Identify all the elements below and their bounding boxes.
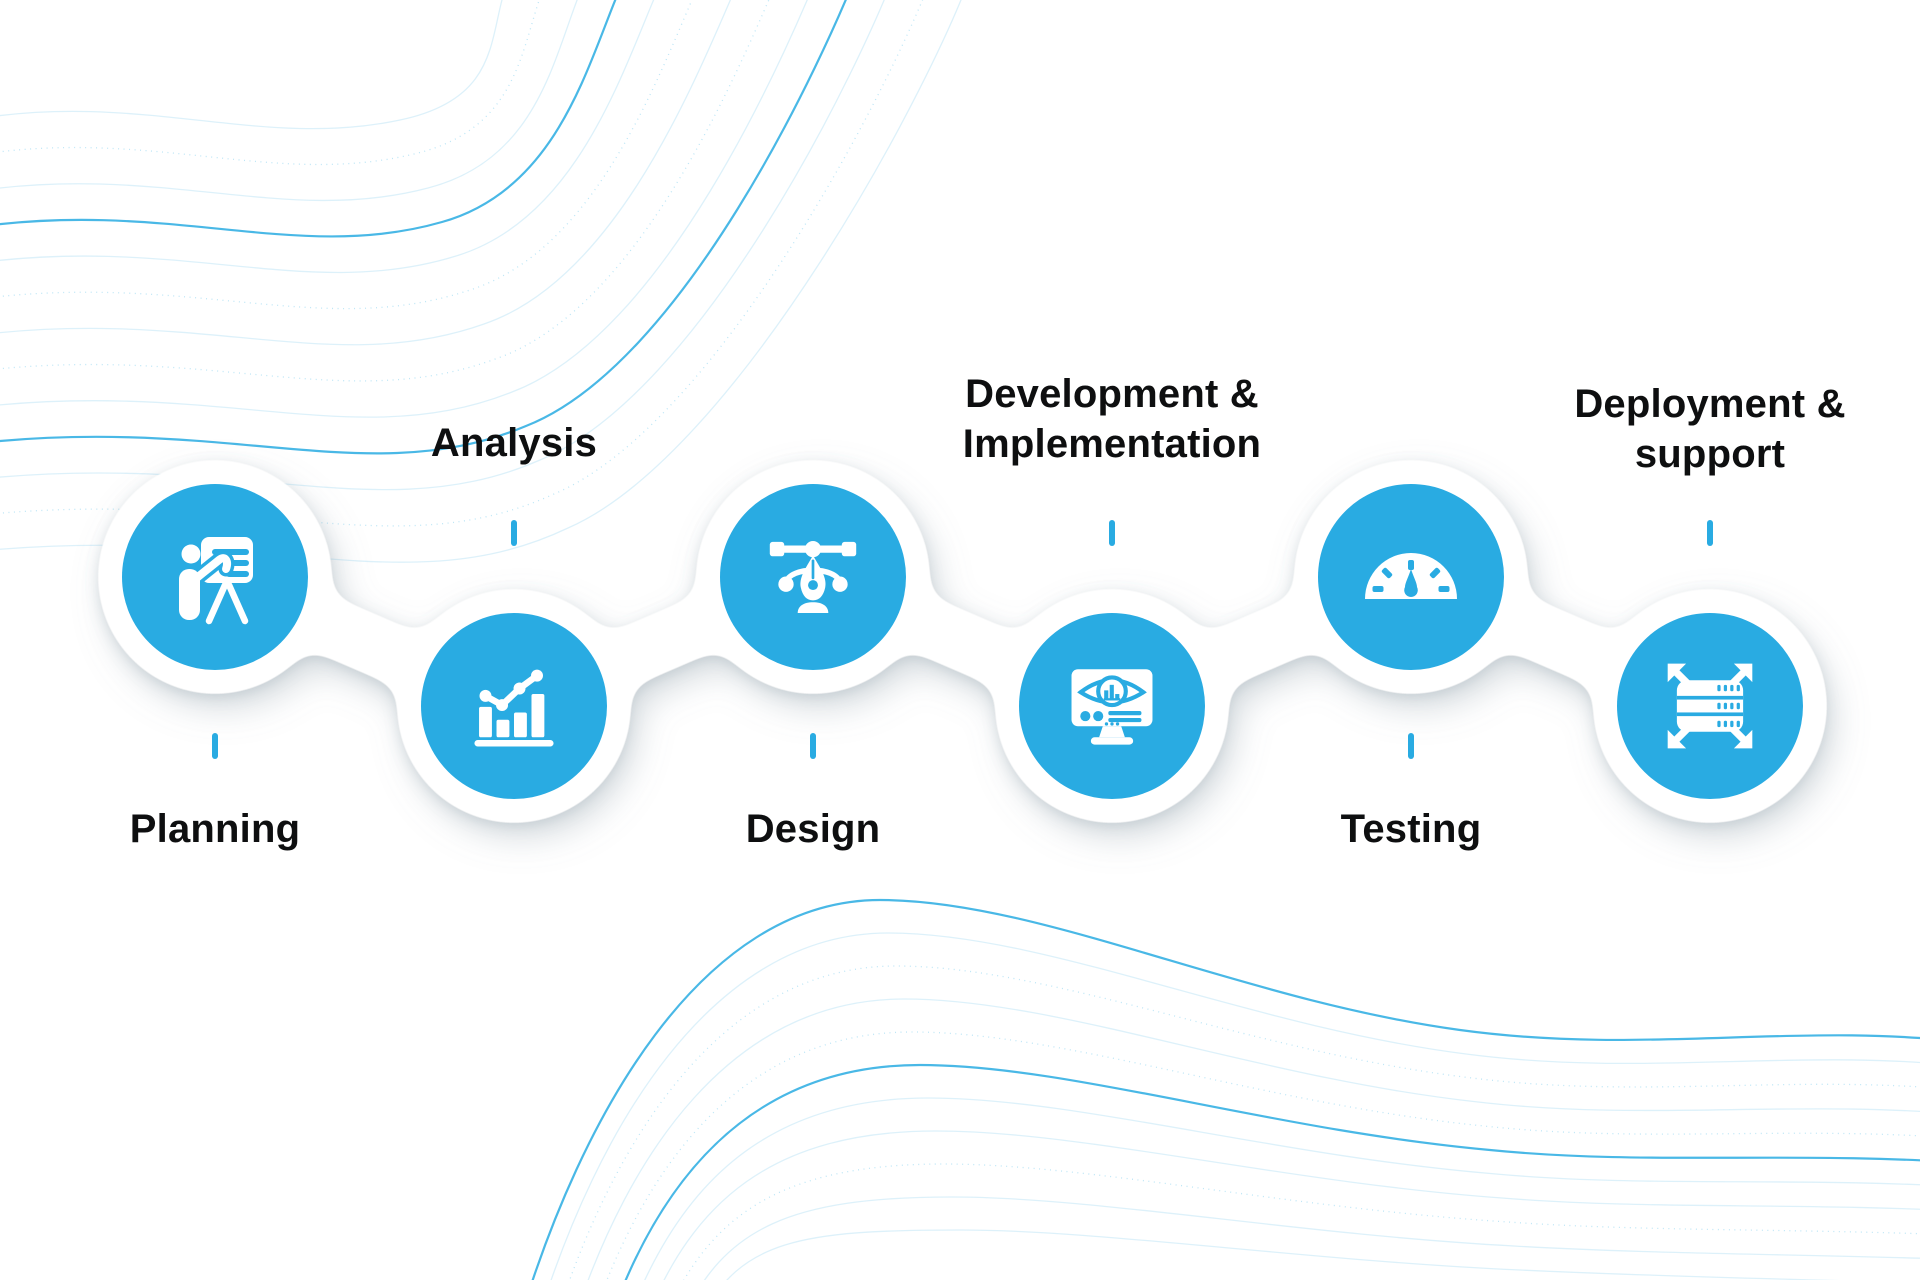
step-disc-analysis — [421, 613, 607, 799]
presentation-board-icon — [179, 537, 253, 625]
step-label-line: Planning — [129, 807, 301, 851]
step-label-deployment: Deployment & support — [1574, 379, 1845, 479]
gauge-icon — [1365, 553, 1457, 599]
server-deploy-icon — [1667, 663, 1753, 749]
connector-tick — [1707, 520, 1713, 546]
step-label-line: Analysis — [430, 421, 598, 465]
step-label-line: Development & — [965, 372, 1259, 416]
process-chain — [97, 459, 1828, 824]
pen-tool-icon — [769, 541, 857, 613]
step-label-line: Deployment & — [1574, 382, 1846, 426]
monitor-analytics-icon — [1071, 669, 1153, 745]
growth-chart-icon — [474, 669, 554, 747]
step-label-testing: Testing — [1341, 804, 1482, 854]
connector-tick — [1109, 520, 1115, 546]
step-label-analysis: Analysis — [431, 418, 597, 468]
connector-tick — [511, 520, 517, 546]
step-label-line: Implementation — [962, 422, 1262, 466]
step-label-line: support — [1634, 432, 1786, 476]
connector-tick — [212, 733, 218, 759]
step-label-development: Development & Implementation — [963, 369, 1261, 469]
step-label-line: Testing — [1340, 807, 1482, 851]
connector-tick — [1408, 733, 1414, 759]
connector-tick — [810, 733, 816, 759]
step-label-line: Design — [745, 807, 881, 851]
step-label-design: Design — [746, 804, 881, 854]
step-label-planning: Planning — [130, 804, 301, 854]
